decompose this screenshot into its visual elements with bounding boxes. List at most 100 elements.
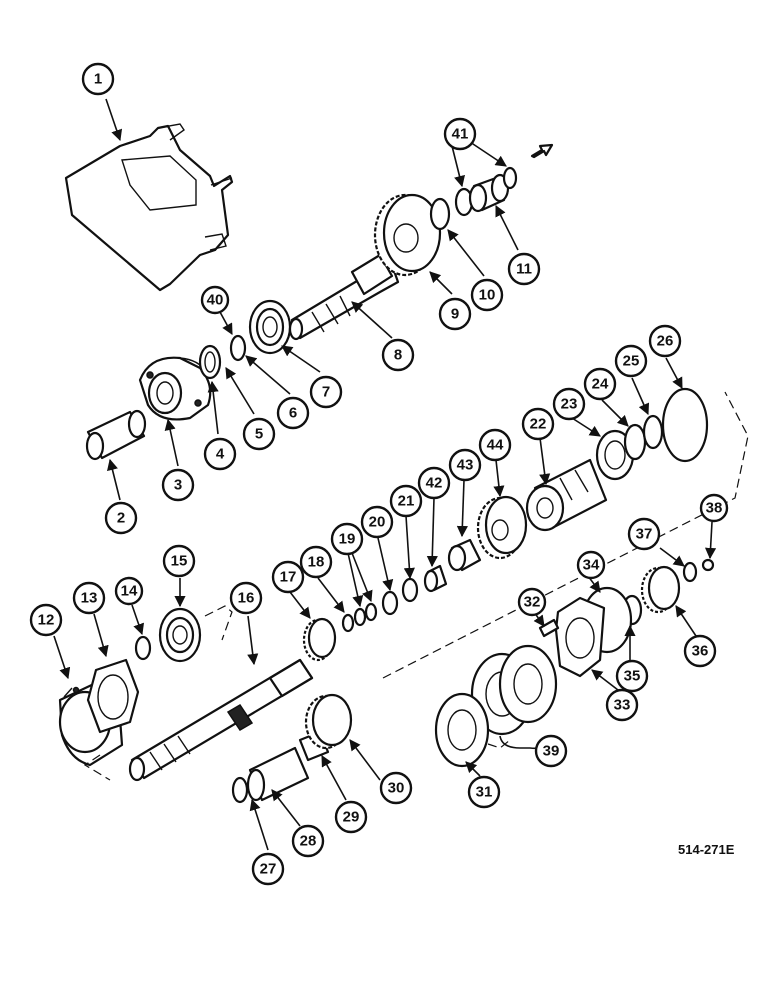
callout-35: 35: [615, 659, 649, 693]
part-plug-38: [701, 558, 715, 572]
svg-text:39: 39: [543, 743, 560, 760]
part-ring-27: [231, 776, 249, 804]
callout-21: 21: [389, 484, 423, 518]
assembly-line-right: [382, 391, 749, 679]
callout-3: 3: [161, 468, 195, 502]
svg-text:12: 12: [38, 612, 55, 629]
svg-text:37: 37: [636, 526, 653, 543]
part-ring-37: [682, 561, 698, 583]
part-gear-30: [304, 693, 353, 750]
svg-text:19: 19: [339, 531, 356, 548]
callout-31: 31: [467, 775, 501, 809]
part-disc-23-inner: [604, 440, 626, 470]
callout-10: 10: [470, 278, 504, 312]
callout-20: 20: [360, 505, 394, 539]
part-main-shaft: [288, 253, 400, 341]
svg-text:36: 36: [692, 643, 709, 660]
svg-text:34: 34: [583, 557, 600, 574]
part-gasket-13-hole: [97, 674, 129, 720]
callout-40: 40: [200, 285, 230, 315]
svg-text:41: 41: [452, 126, 469, 143]
callout-23: 23: [552, 387, 586, 421]
callout-22: 22: [521, 407, 555, 441]
part-spacer-42: [423, 564, 448, 593]
svg-text:33: 33: [614, 697, 631, 714]
svg-text:5: 5: [255, 426, 263, 443]
part-shaft-stub: [85, 409, 147, 461]
svg-text:16: 16: [238, 590, 255, 607]
callout-8: 8: [381, 338, 415, 372]
callout-2: 2: [104, 501, 138, 535]
svg-text:17: 17: [280, 569, 297, 586]
svg-text:8: 8: [394, 347, 402, 364]
assembly-line-39: [487, 739, 511, 749]
svg-text:30: 30: [388, 780, 405, 797]
part-snap-ring-40: [229, 334, 247, 362]
part-ring-4: [198, 344, 222, 380]
assembly-line-lower-left: [83, 605, 233, 781]
part-ring-19b: [364, 602, 378, 622]
part-ring-18: [341, 613, 355, 633]
callout-12: 12: [29, 603, 63, 637]
svg-text:14: 14: [121, 583, 138, 600]
part-bearing-7: [248, 299, 292, 355]
svg-text:23: 23: [561, 396, 578, 413]
callout-25: 25: [614, 344, 648, 378]
svg-text:20: 20: [369, 514, 386, 531]
callout-17: 17: [271, 560, 305, 594]
callout-26: 26: [648, 324, 682, 358]
callout-24: 24: [583, 367, 617, 401]
callout-4: 4: [203, 437, 237, 471]
part-spline-hub-43: [447, 538, 482, 572]
callout-33: 33: [605, 688, 639, 722]
callouts-layer: 1 2 3 4 5 6 7 8 9 10 11 12 13 14 15 16 1…: [29, 62, 729, 886]
callout-7: 7: [309, 375, 343, 409]
callout-32: 32: [517, 587, 547, 617]
svg-text:6: 6: [289, 405, 297, 422]
part-gear-9: [373, 193, 442, 277]
svg-text:32: 32: [524, 594, 541, 611]
part-plate-33: [554, 596, 606, 678]
svg-text:2: 2: [117, 510, 125, 527]
part-ring-25: [642, 414, 664, 450]
part-snap-ring-26: [661, 387, 709, 463]
part-gear-36: [640, 565, 681, 614]
svg-text:40: 40: [207, 292, 224, 309]
part-long-shaft-16: [128, 658, 314, 782]
svg-text:4: 4: [216, 446, 225, 463]
svg-text:15: 15: [171, 553, 188, 570]
part-gear-17: [302, 617, 337, 662]
svg-text:13: 13: [81, 590, 98, 607]
callout-43: 43: [448, 448, 482, 482]
svg-text:43: 43: [457, 457, 474, 474]
callout-44: 44: [478, 428, 512, 462]
part-bearing-15: [158, 607, 202, 663]
svg-text:29: 29: [343, 809, 360, 826]
part-ring-10: [429, 197, 451, 231]
callout-41: 41: [443, 117, 477, 151]
svg-text:28: 28: [300, 833, 317, 850]
callout-27: 27: [251, 852, 285, 886]
callout-29: 29: [334, 800, 368, 834]
callout-30: 30: [379, 771, 413, 805]
part-sleeve-28: [246, 746, 310, 802]
part-plate-31: [434, 692, 490, 768]
callout-1: 1: [81, 62, 115, 96]
part-ring-19a: [353, 607, 367, 627]
svg-text:31: 31: [476, 784, 493, 801]
callout-39: 39: [534, 734, 568, 768]
svg-text:9: 9: [451, 306, 459, 323]
callout-9: 9: [438, 297, 472, 331]
part-clutch-hub-22: [525, 458, 608, 532]
part-ring-4-inner: [204, 351, 216, 373]
svg-text:35: 35: [624, 668, 641, 685]
callout-19: 19: [330, 522, 364, 556]
svg-text:25: 25: [623, 353, 640, 370]
callout-6: 6: [276, 396, 310, 430]
svg-text:24: 24: [592, 376, 609, 393]
callout-5: 5: [242, 417, 276, 451]
svg-text:7: 7: [322, 384, 330, 401]
svg-text:18: 18: [308, 554, 325, 571]
svg-text:3: 3: [174, 477, 182, 494]
reference-code: 514-271E: [678, 842, 735, 857]
